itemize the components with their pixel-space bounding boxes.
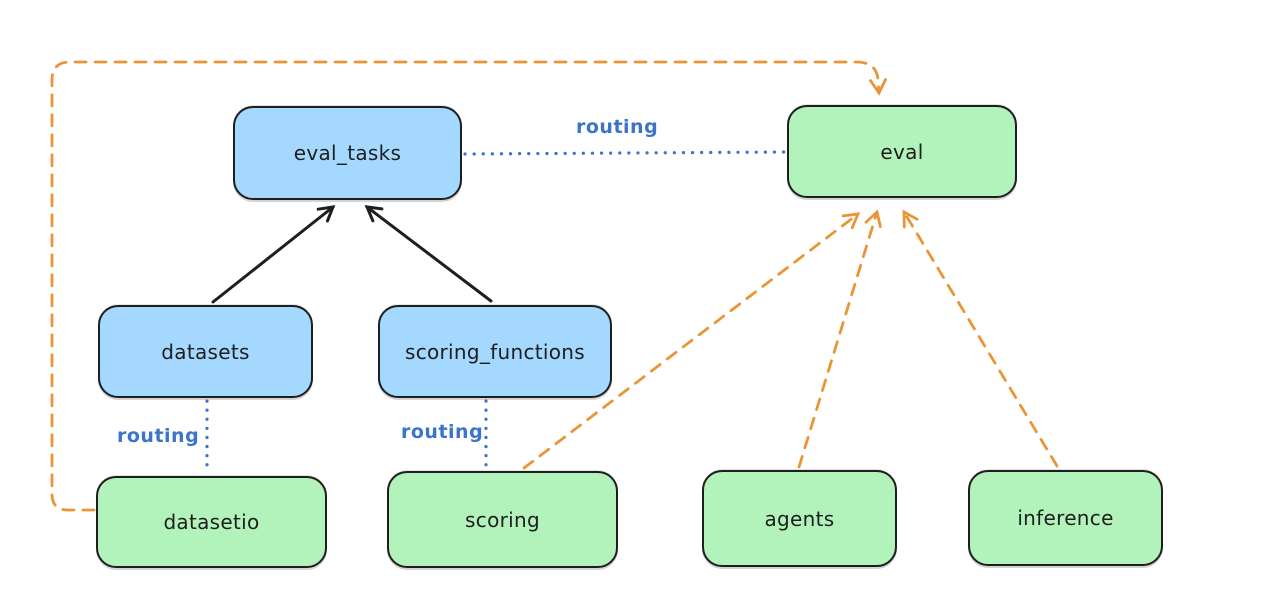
edge-inference-to-eval <box>902 209 1059 468</box>
node-inference-label: inference <box>1017 506 1114 530</box>
node-eval: eval <box>787 105 1017 198</box>
node-datasetio: datasetio <box>96 476 327 568</box>
edge-label-routing-scoring-functions-scoring: routing <box>401 421 484 443</box>
node-agents-label: agents <box>764 506 835 531</box>
edge-label-routing-datasets-datasetio: routing <box>117 425 200 447</box>
node-datasets-label: datasets <box>161 339 250 364</box>
edge-datasetio-to-eval <box>50 60 887 512</box>
node-scoring-functions: scoring_functions <box>378 305 612 398</box>
edge-scoring-functions-to-eval-tasks <box>364 205 493 303</box>
node-eval-tasks: eval_tasks <box>233 106 462 200</box>
edge-scoring-to-eval <box>522 212 861 470</box>
node-eval-tasks-label: eval_tasks <box>293 141 402 165</box>
node-scoring: scoring <box>387 471 618 568</box>
node-scoring-functions-label: scoring_functions <box>404 339 586 364</box>
node-scoring-label: scoring <box>465 507 540 532</box>
node-datasets: datasets <box>98 305 313 398</box>
node-datasetio-label: datasetio <box>163 510 260 534</box>
edge-eval-tasks-to-eval-routing <box>463 150 786 156</box>
edge-label-routing-eval-tasks-eval: routing <box>576 116 659 138</box>
node-eval-label: eval <box>880 139 924 164</box>
edge-datasets-to-eval-tasks <box>211 205 336 304</box>
edge-agents-to-eval <box>797 209 882 469</box>
node-agents: agents <box>702 470 897 567</box>
node-inference: inference <box>968 470 1163 566</box>
